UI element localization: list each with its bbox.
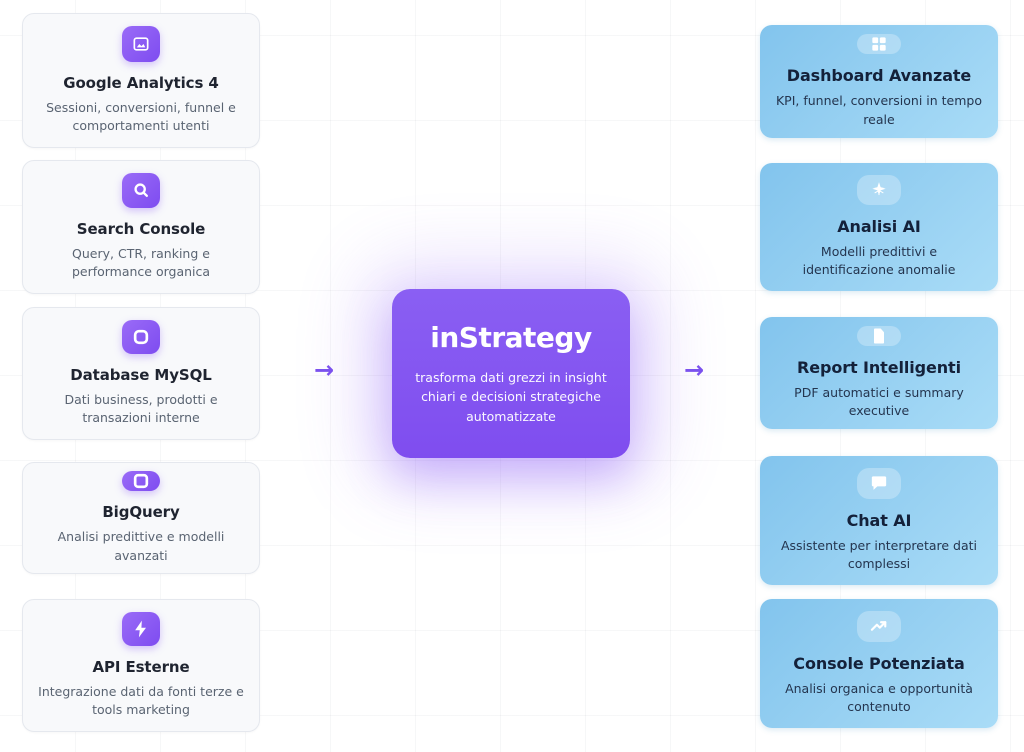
output-card-console-potenziata: Console Potenziata Analisi organica e op… [760,599,998,728]
card-subtitle: KPI, funnel, conversioni in tempo reale [775,93,983,127]
square-icon [122,471,160,492]
card-title: Search Console [76,219,206,238]
sparkle-icon [857,175,901,205]
card-subtitle: PDF automatici e summary executive [794,384,964,418]
flow-arrow-left: → [314,356,335,384]
chat-bubble-icon [857,468,901,499]
card-subtitle: Analisi predittive e modelli avanzati [57,529,225,563]
card-subtitle: Integrazione dati da fonti terze e tools… [38,683,244,717]
source-card-bigquery: BigQuery Analisi predittive e modelli av… [22,462,260,574]
card-subtitle: Assistente per interpretare dati comples… [780,537,978,571]
card-title: Console Potenziata [793,653,965,673]
hub-subtitle: trasforma dati grezzi in insight chiari … [415,369,607,424]
output-card-chat-ai: Chat AI Assistente per interpretare dati… [760,456,998,585]
card-title: Report Intelligenti [797,357,961,377]
chart-image-icon [122,26,160,62]
database-icon [122,320,160,354]
card-title: Chat AI [846,510,912,530]
search-icon [122,173,160,208]
source-card-search-console: Search Console Query, CTR, ranking e per… [22,160,260,294]
source-card-database-mysql: Database MySQL Dati business, prodotti e… [22,307,260,440]
output-card-analisi-ai: Analisi AI Modelli predittivi e identifi… [760,163,998,291]
card-subtitle: Dati business, prodotti e transazioni in… [64,391,218,425]
card-title: Database MySQL [70,365,212,384]
card-subtitle: Modelli predittivi e identificazione ano… [802,243,956,277]
hub-instrategy: inStrategy trasforma dati grezzi in insi… [392,289,630,458]
trending-up-icon [857,611,901,642]
output-card-report-intelligenti: Report Intelligenti PDF automatici e sum… [760,317,998,429]
card-subtitle: Query, CTR, ranking e performance organi… [71,245,211,279]
card-title: BigQuery [102,503,180,522]
grid-icon [857,34,901,55]
lightning-icon [122,612,160,646]
document-icon [857,325,901,346]
card-subtitle: Analisi organica e opportunità contenuto [785,680,973,714]
card-title: Dashboard Avanzate [786,66,972,86]
output-card-dashboard-avanzate: Dashboard Avanzate KPI, funnel, conversi… [760,25,998,138]
flow-arrow-right: → [684,356,705,384]
card-title: Google Analytics 4 [63,73,219,92]
card-title: Analisi AI [837,216,921,236]
card-subtitle: Sessioni, conversioni, funnel e comporta… [46,99,236,133]
source-card-google-analytics-4: Google Analytics 4 Sessioni, conversioni… [22,13,260,148]
source-card-api-esterne: API Esterne Integrazione dati da fonti t… [22,599,260,732]
hub-title: inStrategy [430,320,592,354]
card-title: API Esterne [92,657,190,676]
